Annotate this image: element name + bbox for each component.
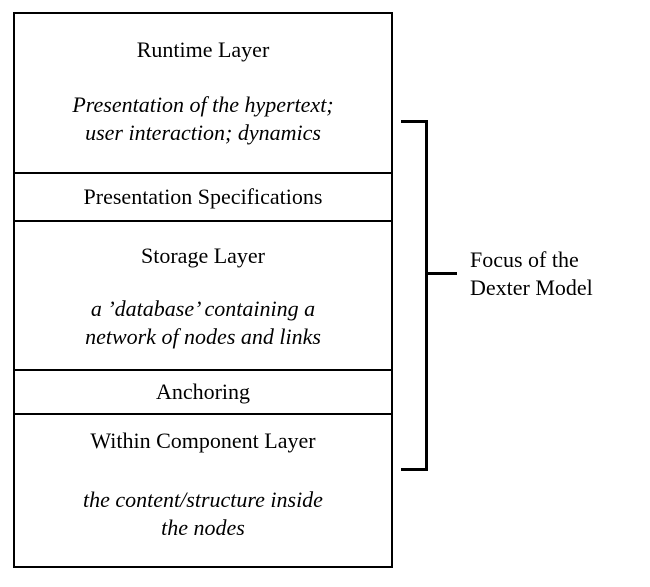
layer-title: Within Component Layer — [90, 428, 316, 453]
layer-description: Presentation of the hypertext; user inte… — [15, 91, 391, 147]
layer-description: the content/structure inside the nodes — [15, 486, 391, 542]
layer-description: a ’database’ containing a network of nod… — [15, 295, 391, 351]
bracket-label-line: Dexter Model — [470, 275, 593, 300]
layer-stack: Runtime Layer Presentation of the hypert… — [13, 12, 393, 568]
bracket-top-tick — [401, 120, 428, 123]
layer-description-line: network of nodes and links — [85, 324, 321, 349]
layer-description-line: user interaction; dynamics — [85, 120, 321, 145]
bracket-vertical-line — [425, 120, 428, 471]
layer-description-line: the nodes — [161, 515, 245, 540]
layer-description-line: a ’database’ containing a — [90, 296, 316, 321]
layer-title: Anchoring — [155, 379, 251, 404]
layer-title: Storage Layer — [141, 243, 265, 268]
bracket-middle-tick — [425, 272, 457, 275]
bracket-label-line: Focus of the — [470, 247, 579, 272]
layer-presentation-specifications: Presentation Specifications — [15, 174, 391, 222]
layer-storage: Storage Layer a ’database’ containing a … — [15, 222, 391, 371]
layer-description-line: the content/structure inside — [83, 487, 323, 512]
layer-title: Presentation Specifications — [83, 184, 323, 209]
layer-runtime: Runtime Layer Presentation of the hypert… — [15, 14, 391, 174]
layer-anchoring: Anchoring — [15, 371, 391, 415]
bracket-bottom-tick — [401, 468, 428, 471]
layer-within-component: Within Component Layer the content/struc… — [15, 415, 391, 566]
layer-title: Runtime Layer — [136, 37, 270, 62]
layer-description-line: Presentation of the hypertext; — [72, 92, 334, 117]
bracket-label: Focus of the Dexter Model — [470, 246, 593, 302]
